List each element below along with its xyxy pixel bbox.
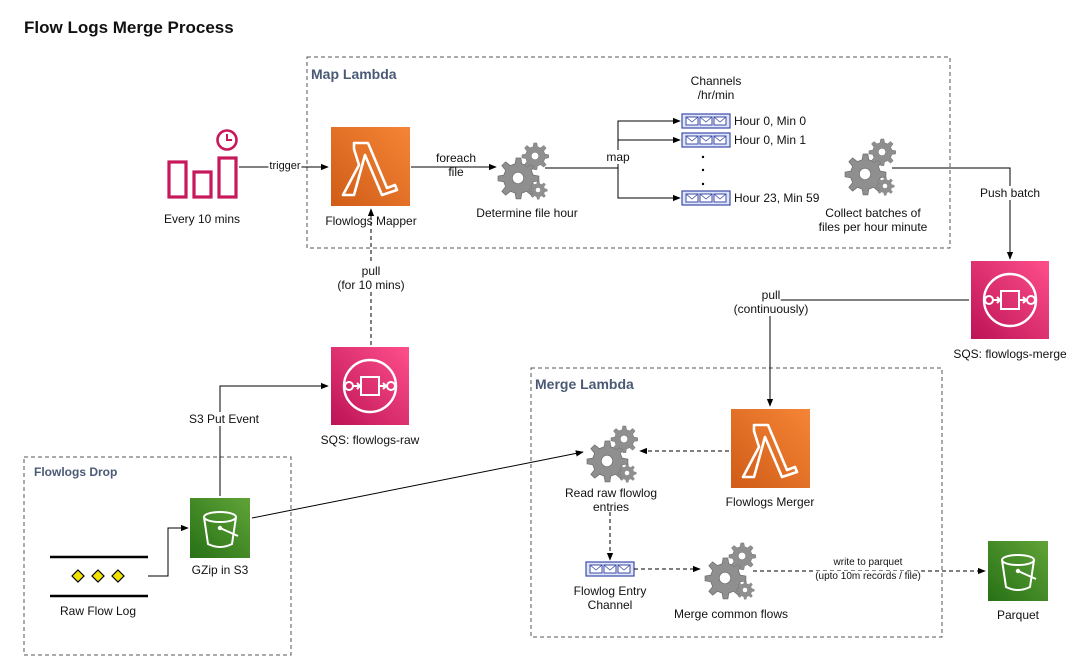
edge-log-to-gzip [148,524,189,577]
read-raw-label-1: Read raw flowlog [564,486,658,500]
edge-push-batch [892,167,1014,260]
message-channel-icon [681,190,731,206]
raw-flow-log-label: Raw Flow Log [59,604,137,618]
edge-label-trigger: trigger [268,160,302,172]
message-channel-icon [585,561,635,577]
lambda-icon [731,409,810,488]
edge-to-channel-3 [617,168,681,202]
parquet-label: Parquet [996,608,1040,622]
gear-icon [705,543,756,599]
group-title-map: Map Lambda [311,66,397,82]
scheduler-label: Every 10 mins [163,212,241,226]
edge-label-pull-1: pull [361,264,381,278]
sqs-queue-icon [971,261,1049,339]
edge-label-map: map [605,150,631,164]
edge-label-pull-2: (for 10 mins) [337,278,405,292]
merger-label: Flowlogs Merger [725,495,815,509]
edge-label-write-1: write to parquet [833,557,903,568]
edge-label-pull-cont-1: pull [761,288,781,302]
merge-common-label: Merge common flows [673,607,789,621]
message-channel-icon [681,113,731,129]
channels-title: Channels [690,74,742,88]
gear-icon [498,143,549,199]
group-title-merge: Merge Lambda [535,376,634,392]
s3-bucket-icon [190,498,250,558]
edge-label-foreach-1: foreach [435,151,477,165]
edge-label-s3-put: S3 Put Event [186,412,262,426]
sqs-merge-label: SQS: flowlogs-merge [953,347,1067,361]
edge-label-foreach-2: file [448,165,464,179]
message-channel-icon [681,132,731,148]
mapper-label: Flowlogs Mapper [325,214,417,228]
edge-to-channel-1 [545,117,681,169]
collect-label-2: files per hour minute [818,220,928,234]
group-title-drop: Flowlogs Drop [34,465,118,479]
ellipsis-dots [701,155,705,186]
diagram-title: Flow Logs Merge Process [24,18,234,37]
edge-label-push-batch: Push batch [978,186,1042,200]
sqs-raw-label: SQS: flowlogs-raw [320,433,420,447]
gzip-label: GZip in S3 [191,563,249,577]
channel-label-3: Hour 23, Min 59 [734,191,820,205]
determine-hour-label: Determine file hour [476,206,578,220]
scheduled-event-icon [167,129,238,199]
s3-bucket-icon [988,541,1048,601]
edge-label-pull-cont-2: (continuously) [733,302,809,316]
gear-icon [587,426,638,482]
entry-channel-label-2: Channel [587,598,633,612]
lambda-icon [331,127,410,206]
flow-log-icon [50,555,148,598]
entry-channel-label-1: Flowlog Entry [573,584,647,598]
channels-subtitle: /hr/min [697,88,735,102]
map-lambda-group [306,56,951,249]
edge-gzip-to-read [251,450,584,519]
channel-label-2: Hour 0, Min 1 [734,133,807,147]
collect-label-1: Collect batches of [825,206,921,220]
gear-icon [845,139,896,195]
sqs-queue-icon [331,347,409,425]
edge-s3-put [219,382,329,496]
channel-label-1: Hour 0, Min 0 [734,114,807,128]
read-raw-label-2: entries [592,500,630,514]
flowlogs-drop-group [23,456,292,656]
edge-label-write-2: (upto 10m records / file) [815,571,921,582]
merge-lambda-group [530,367,943,638]
